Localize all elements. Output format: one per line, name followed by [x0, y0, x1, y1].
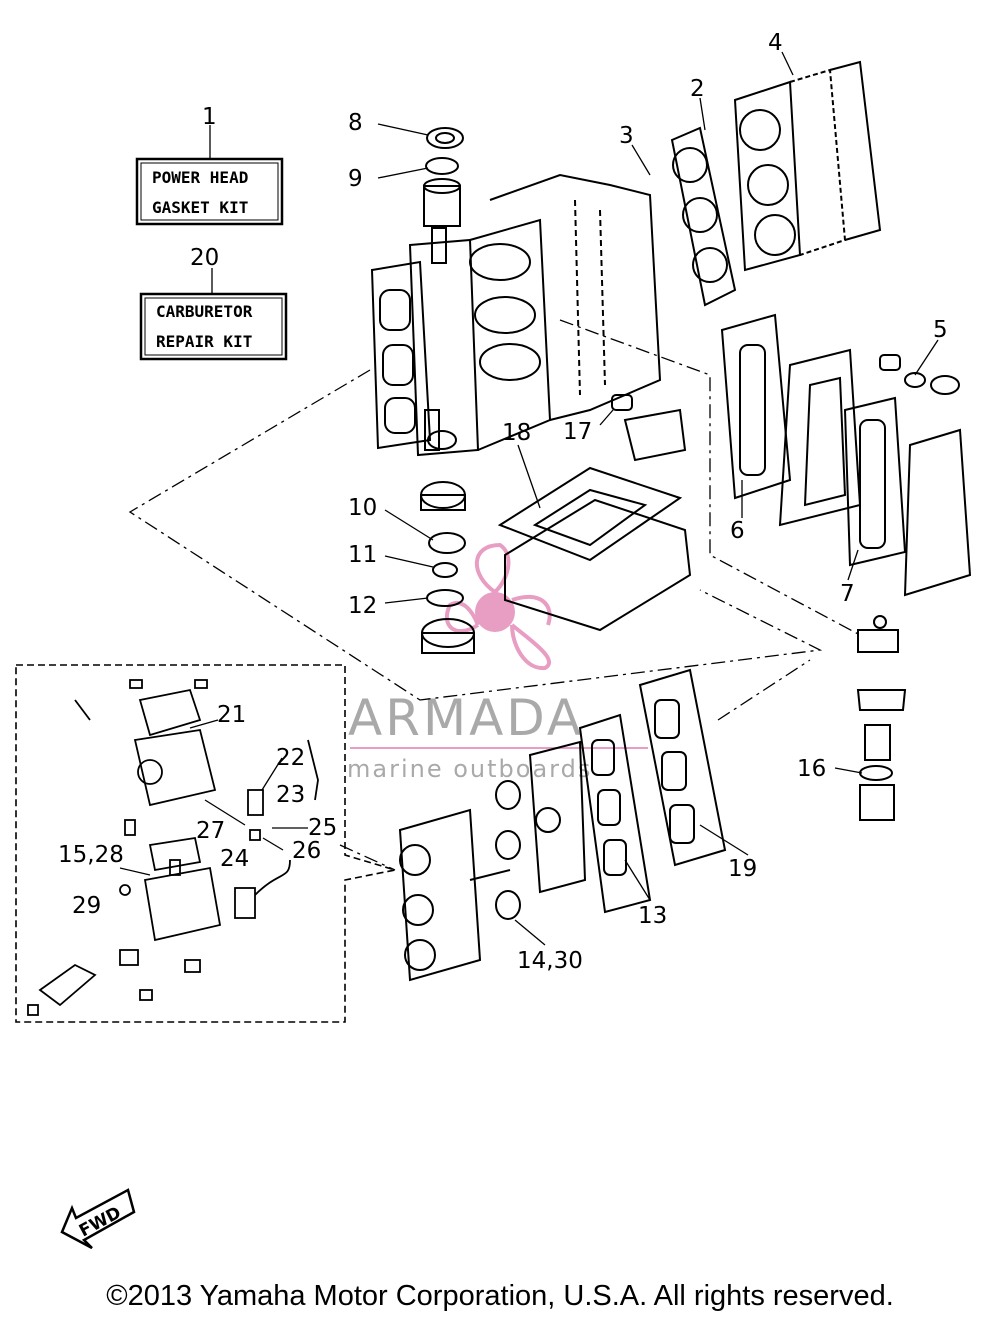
- watermark-tagline: marine outboards: [347, 755, 592, 783]
- callout-7: 7: [840, 581, 855, 607]
- cylinder-head: [733, 60, 882, 272]
- callout-23: 23: [276, 782, 305, 808]
- callout-29: 29: [72, 893, 101, 919]
- oil-seal-8: [426, 127, 464, 149]
- callout-21: 21: [217, 702, 246, 728]
- o-ring-14a: [495, 780, 521, 810]
- callout-11: 11: [348, 542, 377, 568]
- crankcase-gasket: [370, 260, 432, 450]
- intake-gasket-19: [638, 668, 727, 867]
- carburetor-kit-line1: CARBURETOR: [156, 302, 253, 321]
- carburetor-kit-line2: REPAIR KIT: [156, 332, 252, 351]
- callout-13: 13: [638, 903, 667, 929]
- callout-9: 9: [348, 166, 363, 192]
- oil-seal-10: [428, 532, 466, 554]
- forward-arrow-icon: FWD: [60, 1188, 136, 1250]
- seal-small: [427, 430, 457, 450]
- fwd-label: FWD: [76, 1203, 125, 1242]
- crankshaft: [424, 227, 447, 451]
- callout-26: 26: [292, 838, 321, 864]
- assembly-guide-lines: [128, 319, 861, 871]
- thermostat-parts: [879, 354, 960, 395]
- o-ring-14b: [495, 830, 521, 860]
- watermark-brand: ARMADA: [348, 689, 584, 747]
- cylinder-head-gasket: [670, 126, 737, 307]
- callout-4: 4: [768, 30, 783, 56]
- exhaust-cover-gasket-inner: [843, 396, 907, 567]
- power-head-gasket-kit-box: POWER HEAD GASKET KIT: [135, 157, 284, 226]
- exhaust-outer-cover: [903, 428, 972, 597]
- carburetor-detail-panel: [15, 664, 396, 1023]
- thermostat-cover: [611, 394, 687, 462]
- oil-seal-housing: [421, 618, 475, 654]
- crankcase-body: [408, 173, 662, 457]
- callout-6: 6: [730, 518, 745, 544]
- base-gasket: [497, 466, 692, 632]
- power-head-kit-line2: GASKET KIT: [152, 198, 248, 217]
- callout-1: 1: [202, 104, 217, 130]
- o-ring-12: [426, 589, 464, 607]
- power-head-kit-line1: POWER HEAD: [152, 168, 248, 187]
- o-ring-9: [425, 157, 459, 175]
- callout-12: 12: [348, 593, 377, 619]
- callout-14-30: 14,30: [517, 948, 583, 974]
- carburetor-repair-kit-box: CARBURETOR REPAIR KIT: [139, 292, 288, 361]
- callout-18: 18: [502, 420, 531, 446]
- leader-lines: [119, 51, 939, 946]
- callout-27: 27: [196, 818, 225, 844]
- callout-24: 24: [220, 846, 249, 872]
- callout-15-28: 15,28: [58, 842, 124, 868]
- o-ring-14c: [495, 890, 521, 920]
- callout-8: 8: [348, 110, 363, 136]
- exhaust-cover-gasket-outer: [720, 313, 792, 500]
- carburetor-body-lower: [398, 808, 511, 982]
- propeller-logo: [444, 542, 552, 671]
- callout-22: 22: [276, 745, 305, 771]
- lower-bearing: [420, 481, 466, 511]
- callout-3: 3: [619, 123, 634, 149]
- copyright-notice: ©2013 Yamaha Motor Corporation, U.S.A. A…: [106, 1280, 894, 1312]
- callout-numbers: 1 20 2 3 4 5 6 7 8 9 10 11 12 13 14,30 1…: [58, 30, 948, 974]
- callout-2: 2: [690, 76, 705, 102]
- callout-19: 19: [728, 856, 757, 882]
- callout-16: 16: [797, 756, 826, 782]
- seal-11: [432, 562, 458, 578]
- callout-5: 5: [933, 317, 948, 343]
- reed-valve-block: [528, 740, 587, 894]
- callout-17: 17: [563, 419, 592, 445]
- callout-25: 25: [308, 815, 337, 841]
- upper-bearing: [423, 178, 461, 227]
- carburetor-detail-line-art: [27, 679, 319, 1016]
- callout-20: 20: [190, 245, 219, 271]
- water-pump-parts: [856, 615, 907, 821]
- callout-10: 10: [348, 495, 377, 521]
- powerhead-line-art: [370, 60, 972, 982]
- armada-watermark: ARMADA marine outboards: [347, 542, 648, 783]
